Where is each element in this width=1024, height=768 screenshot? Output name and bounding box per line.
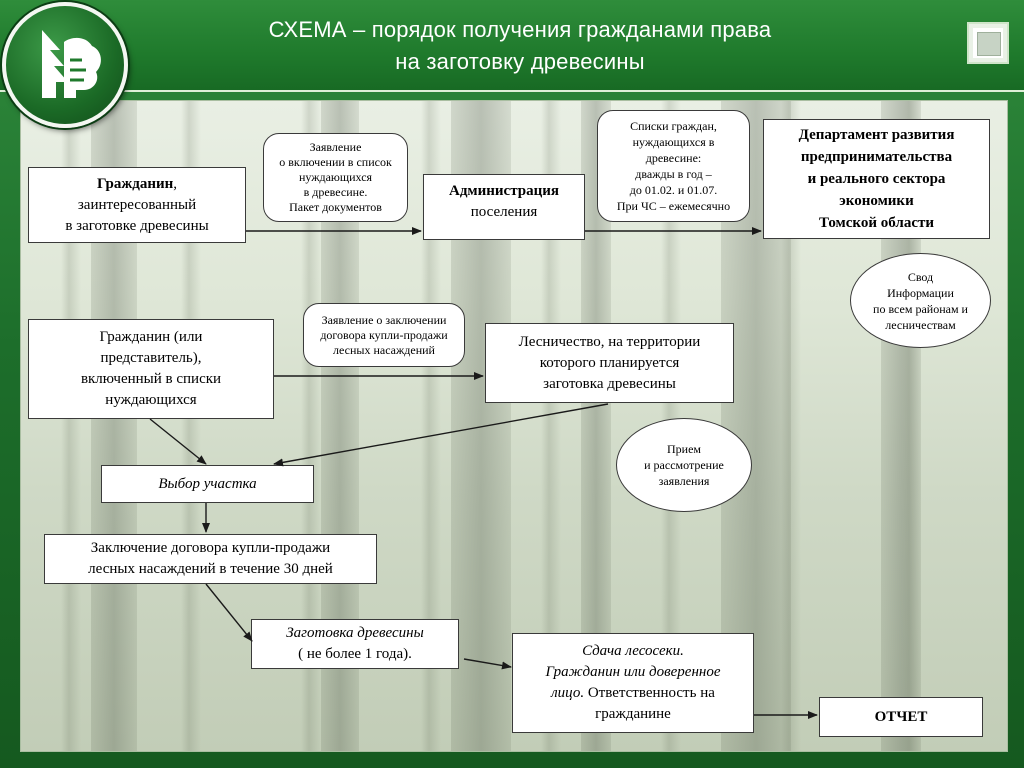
citizen-included-box: Гражданин (или представитель), включенны… — [28, 319, 274, 419]
application-inclusion-box: Заявление о включении в список нуждающих… — [263, 133, 408, 222]
report-box: ОТЧЕТ — [819, 697, 983, 737]
forestry-box: Лесничество, на территории которого план… — [485, 323, 734, 403]
summary-info-ellipse: Свод Информации по всем районам и леснич… — [850, 253, 991, 348]
reception-ellipse: Прием и рассмотрение заявления — [616, 418, 752, 512]
citizen-interested-box: Гражданин, заинтересованный в заготовке … — [28, 167, 246, 243]
contract-application-box: Заявление о заключении договора купли-пр… — [303, 303, 465, 367]
timber-harvest-box: Заготовка древесины ( не более 1 года). — [251, 619, 459, 669]
contract-conclusion-box: Заключение договора купли-продажи лесных… — [44, 534, 377, 584]
administration-box: Администрация поселения — [423, 174, 585, 240]
department-box: Департамент развития предпринимательства… — [763, 119, 990, 239]
corner-square-button[interactable] — [967, 22, 1009, 64]
forest-tree-logo-icon — [2, 2, 128, 128]
plot-handover-box: Сдача лесосеки. Гражданин или доверенное… — [512, 633, 754, 733]
citizen-lists-box: Списки граждан, нуждающихся в древесине:… — [597, 110, 750, 222]
page-title: СХЕМА – порядок получения гражданами пра… — [268, 17, 772, 74]
header-bar: СХЕМА – порядок получения гражданами пра… — [0, 0, 1024, 92]
plot-choice-box: Выбор участка — [101, 465, 314, 503]
